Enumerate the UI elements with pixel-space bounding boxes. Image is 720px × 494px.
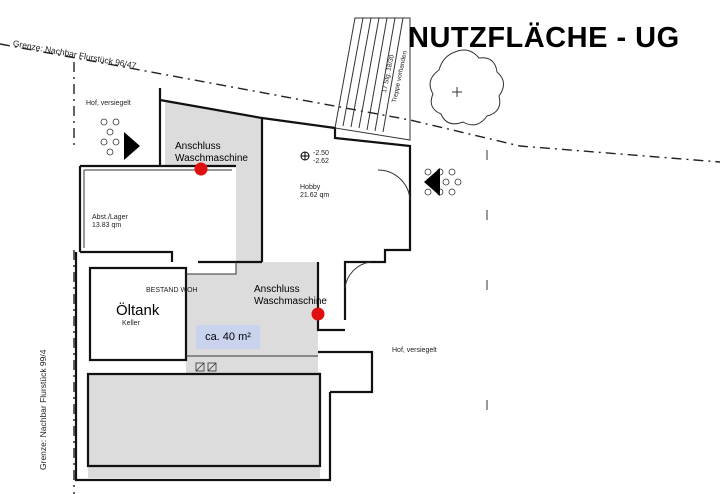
- area-badge: ca. 40 m²: [196, 325, 260, 349]
- level-value-2: -2.62: [313, 158, 329, 165]
- wall-right-lower: [316, 262, 374, 394]
- wall-main: [74, 252, 332, 482]
- hobby-room-area: 21.62 qm: [300, 192, 330, 199]
- hof-top-label: Hof, versiegelt: [86, 100, 131, 107]
- washer-label-2-line1: Anschluss: [254, 284, 300, 295]
- entry-arrow-left: [124, 132, 140, 160]
- washer-connection-marker-2: [311, 307, 325, 321]
- wall-left-room: [78, 164, 262, 264]
- hobby-room-label: Hobby: [300, 184, 321, 191]
- small-boxes: [195, 362, 217, 372]
- level-value-1: -2.50: [313, 150, 329, 157]
- washer-connection-marker-1: [194, 162, 208, 176]
- abst-room-label: Abst./Lager: [92, 214, 128, 221]
- tree-symbol: [429, 49, 504, 126]
- hof-right-label: Hof, versiegelt: [392, 347, 437, 354]
- bestand-label: BESTAND WOH: [146, 287, 198, 294]
- door-arc: [344, 169, 411, 289]
- washer-label-2-line2: Waschmaschine: [254, 296, 327, 307]
- courtyard-pattern-left: [100, 118, 120, 156]
- abst-room-area: 13.83 qm: [92, 222, 122, 229]
- stair: [334, 17, 411, 141]
- washer-label-1-line1: Anschluss: [175, 141, 221, 152]
- inner-lines: [83, 169, 318, 357]
- washer-label-1-line2: Waschmaschine: [175, 153, 248, 164]
- page-title: NUTZFLÄCHE - UG: [408, 22, 680, 54]
- wall-bottom-room: [86, 372, 322, 468]
- oeltank-sublabel: Keller: [122, 320, 140, 327]
- entry-arrow-right: [424, 168, 440, 196]
- wall-hobby: [261, 116, 412, 320]
- level-marker: [300, 151, 310, 161]
- boundary-label-left: Grenze: Nachbar Flurstück 99/4: [38, 349, 48, 470]
- oeltank-label: Öltank: [116, 302, 160, 319]
